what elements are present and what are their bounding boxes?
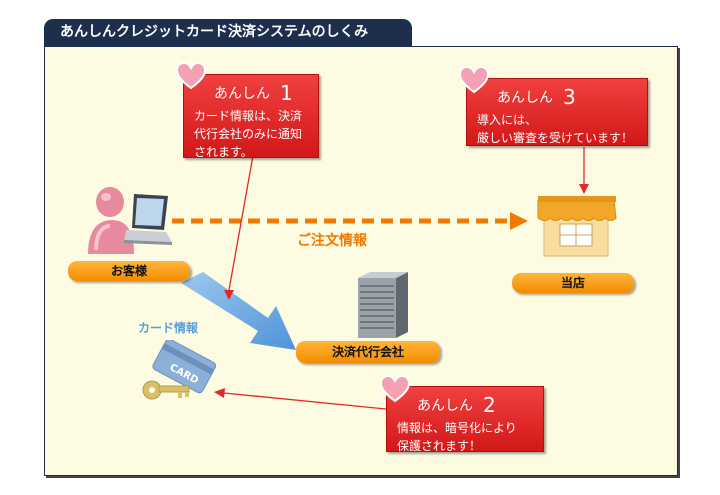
heart-icon bbox=[380, 375, 410, 403]
callout-2-line: 保護されます！ bbox=[397, 439, 482, 453]
callout-anshin-2: あんしん 2 情報は、暗号化により 保護されます！ bbox=[386, 386, 544, 453]
diagram-title: あんしんクレジットカード決済システムのしくみ bbox=[44, 19, 412, 46]
heart-icon bbox=[176, 62, 206, 90]
callout-3-line: 導入には、 bbox=[477, 113, 538, 127]
callout-2-head: あんしん bbox=[417, 398, 473, 414]
card-flow-arrow bbox=[181, 272, 296, 350]
callout2-pointer bbox=[223, 392, 387, 410]
card-info-label: カード情報 bbox=[138, 321, 199, 335]
order-info-label: ご注文情報 bbox=[297, 233, 367, 249]
callout-1-line: カード情報は、決済 bbox=[194, 109, 303, 123]
callout-3-line: 厳しい審査を受けています！ bbox=[477, 131, 634, 145]
server-icon bbox=[358, 272, 408, 338]
callout-anshin-1: あんしん 1 カード情報は、決済 代行会社のみに通知 されます。 bbox=[183, 74, 319, 159]
shop-icon bbox=[537, 196, 617, 257]
callout-3-head: あんしん bbox=[497, 90, 553, 106]
heart-icon bbox=[459, 66, 489, 94]
callout1-pointer bbox=[228, 149, 255, 291]
shop-label: 当店 bbox=[512, 273, 634, 293]
callout-1-line: 代行会社のみに通知 bbox=[194, 127, 303, 141]
callout-anshin-3: あんしん 3 導入には、 厳しい審査を受けています！ bbox=[466, 78, 648, 146]
callout-1-head: あんしん bbox=[214, 86, 270, 102]
callout-1-number: 1 bbox=[280, 81, 293, 105]
customer-label: お客様 bbox=[68, 261, 190, 281]
card-key-icon: CARD bbox=[142, 340, 217, 400]
callout-2-line: 情報は、暗号化により bbox=[397, 421, 517, 435]
callout-1-line: されます。 bbox=[194, 145, 253, 159]
order-arrow-head bbox=[510, 212, 528, 230]
callout-3-number: 3 bbox=[563, 85, 576, 109]
customer-laptop-icon bbox=[88, 187, 172, 254]
payment-company-label: 決済代行会社 bbox=[296, 341, 440, 363]
callout-2-number: 2 bbox=[483, 393, 496, 417]
